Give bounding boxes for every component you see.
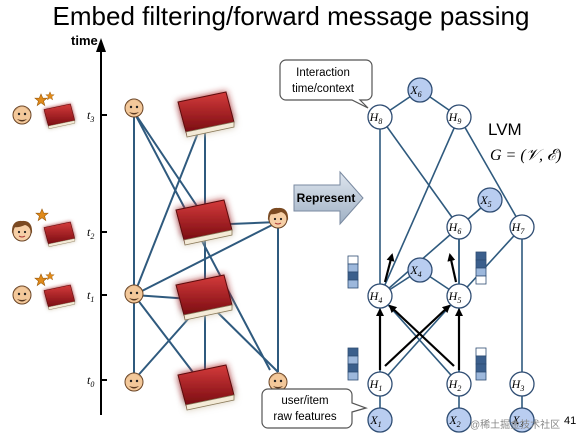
woman-face-icon [267, 207, 289, 229]
time-axis-label: time [71, 33, 98, 48]
embedding-vector [347, 255, 359, 289]
tick-t0: t0 [87, 373, 94, 389]
callout-interaction-line1: Interaction [296, 67, 350, 79]
star-icon [45, 91, 55, 101]
star-icon [34, 273, 48, 286]
node-h8: H8 [367, 104, 393, 130]
star-icon [35, 208, 49, 221]
callout-user-item-line2: raw features [273, 411, 337, 423]
callout-interaction-line2: time/context [292, 83, 355, 95]
star-icon [45, 271, 55, 281]
represent-label: Represent [297, 191, 356, 205]
user-face-icon [124, 284, 144, 304]
node-label: H4 [369, 289, 383, 305]
graph-edge-h9-h4 [379, 116, 460, 297]
book-icon [175, 274, 233, 321]
book-icon [177, 364, 235, 411]
node-label: X4 [409, 263, 421, 279]
user-face-icon [124, 372, 144, 392]
embedding-vectors [347, 251, 487, 381]
node-label: H8 [369, 110, 383, 126]
node-label: X2 [448, 413, 460, 429]
message-arrows [376, 253, 463, 370]
interaction-edges [133, 111, 279, 389]
star-icon [34, 93, 48, 106]
embedding-vector [347, 347, 359, 381]
book-icon [43, 284, 76, 311]
node-h9: H9 [446, 104, 472, 130]
arrow-icon [293, 170, 364, 226]
node-label: X3 [511, 413, 523, 429]
user-face-icon [124, 98, 144, 118]
node-label: H6 [448, 220, 462, 236]
book-icon [43, 221, 76, 248]
callout-interaction: Interaction time/context [279, 59, 373, 109]
node-h4: H4 [367, 283, 393, 309]
woman-face-icon [11, 220, 33, 242]
node-x4: X4 [407, 257, 433, 283]
graph-edge-h9-h7 [458, 116, 523, 228]
node-h1: H1 [367, 371, 393, 397]
node-label: H5 [448, 289, 462, 305]
book-icon [43, 103, 76, 130]
node-label: H9 [448, 110, 462, 126]
lvm-equation: G = (𝒱, ℰ) [490, 147, 562, 164]
event-legend [11, 91, 76, 311]
node-label: H7 [511, 220, 526, 236]
page-number: 41 [564, 415, 576, 427]
graph-edge-h7-h5 [458, 226, 523, 297]
node-label: X1 [369, 413, 381, 429]
user-face-icon [12, 285, 32, 305]
graph-edge-h8-h6 [379, 116, 460, 228]
node-h7: H7 [509, 214, 535, 240]
embedding-vector [475, 347, 487, 381]
node-label: H1 [369, 377, 383, 393]
embedding-vector [475, 251, 487, 285]
node-x2: X2 [446, 407, 472, 433]
slide-title: Embed filtering/forward message passing [53, 1, 530, 31]
tick-t1: t1 [87, 288, 94, 304]
watermark: @稀土掘金技术社区 [470, 418, 560, 431]
node-label: H3 [511, 377, 525, 393]
time-axis: time t3 t2 t1 t0 [71, 33, 107, 415]
node-h5: H5 [446, 283, 472, 309]
node-x1: X1 [367, 407, 393, 433]
represent-arrow: Represent [293, 170, 364, 226]
user-face-icon [268, 372, 288, 392]
tick-t3: t3 [87, 108, 94, 124]
tick-t2: t2 [87, 225, 94, 241]
node-x5: X5 [477, 187, 503, 213]
node-label: X5 [479, 193, 491, 209]
node-x6: X6 [407, 77, 433, 103]
node-label: H2 [448, 377, 462, 393]
node-h6: H6 [446, 214, 472, 240]
callout-user-item: user/item raw features [261, 388, 368, 429]
callout-user-item-line1: user/item [281, 395, 328, 407]
node-label: X6 [409, 83, 421, 99]
node-x3: X3 [509, 407, 535, 433]
node-h2: H2 [446, 371, 472, 397]
book-icon [177, 91, 235, 138]
user-face-icon [12, 105, 32, 125]
node-h3: H3 [509, 371, 535, 397]
arrow-up-icon [96, 38, 106, 52]
lvm-label: LVM [488, 120, 522, 139]
